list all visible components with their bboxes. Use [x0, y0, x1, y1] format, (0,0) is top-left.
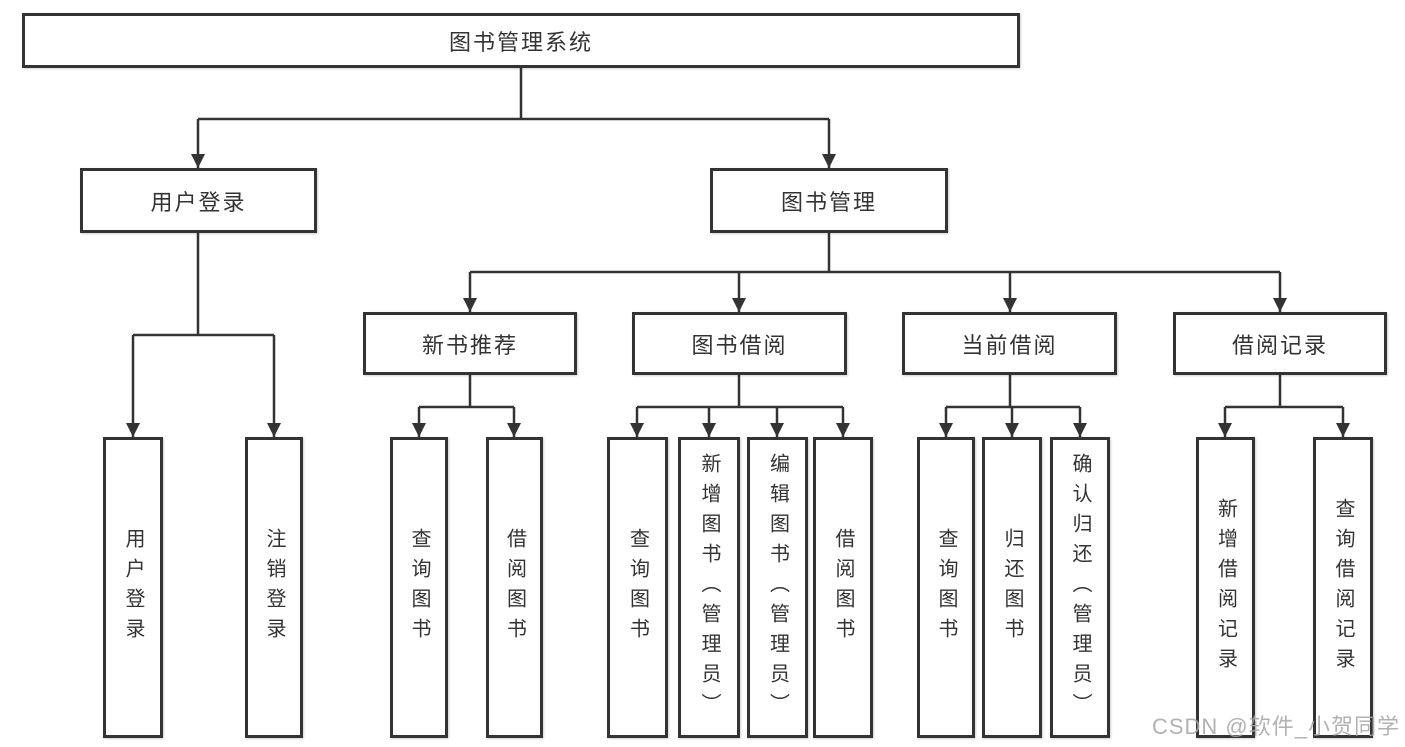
leaf-query-borrow-record: 查询借阅记录: [1313, 437, 1373, 738]
node-borrow-records: 借阅记录: [1173, 312, 1387, 375]
connector-user-login: [133, 233, 274, 337]
leaf-query-books-recommend: 查询图书: [390, 437, 448, 738]
node-label: 当前借阅: [961, 332, 1058, 358]
leaf-return-book: 归还图书: [982, 437, 1042, 738]
node-label: 图书借阅: [691, 332, 788, 358]
node-book-management: 图书管理: [710, 168, 948, 233]
node-new-book-recommend: 新书推荐: [363, 312, 577, 375]
leaf-borrow-books: 借阅图书: [813, 437, 873, 738]
leaf-label: 用户登录: [122, 527, 144, 648]
node-label: 图书管理系统: [448, 29, 593, 55]
connector-book-borrow: [637, 375, 843, 409]
leaf-user-login: 用户登录: [103, 437, 163, 738]
leaf-borrow-books-recommend: 借阅图书: [486, 437, 543, 738]
leaf-label: 查询图书: [935, 527, 957, 648]
leaf-label: 查询图书: [626, 527, 649, 648]
leaf-add-borrow-record: 新增借阅记录: [1196, 437, 1255, 738]
node-root-system: 图书管理系统: [22, 13, 1020, 68]
csdn-watermark: CSDN @软件_小贺同学: [1151, 714, 1400, 739]
node-current-borrow: 当前借阅: [902, 312, 1117, 375]
node-book-borrow: 图书借阅: [632, 312, 847, 375]
leaf-label: 确认归还（管理员）: [1069, 452, 1091, 723]
leaf-label: 编辑图书（管理员）: [766, 452, 789, 723]
node-user-login: 用户登录: [80, 168, 317, 233]
leaf-confirm-return-admin: 确认归还（管理员）: [1050, 437, 1110, 738]
leaf-label: 查询借阅记录: [1332, 497, 1354, 678]
leaf-label: 新增借阅记录: [1214, 497, 1237, 678]
connector-current-borrow: [946, 375, 1080, 409]
node-label: 借阅记录: [1231, 332, 1328, 358]
node-label: 用户登录: [150, 189, 247, 215]
leaf-label: 注销登录: [263, 527, 285, 648]
leaf-label: 新增图书（管理员）: [698, 452, 720, 723]
node-label: 图书管理: [780, 189, 877, 215]
connector-new-book: [419, 375, 514, 409]
leaf-label: 借阅图书: [832, 527, 854, 648]
leaf-query-books-borrow: 查询图书: [607, 437, 668, 738]
connector-borrow-records: [1225, 375, 1343, 409]
leaf-label: 查询图书: [408, 527, 430, 648]
node-label: 新书推荐: [421, 332, 518, 358]
leaf-add-book-admin: 新增图书（管理员）: [678, 437, 740, 738]
connector-root: [198, 68, 829, 121]
leaf-label: 归还图书: [1001, 527, 1023, 648]
leaf-logout: 注销登录: [245, 437, 303, 738]
connector-book-mgmt: [470, 233, 1280, 274]
leaf-label: 借阅图书: [503, 527, 526, 648]
leaf-edit-book-admin: 编辑图书（管理员）: [747, 437, 808, 738]
leaf-query-books-current: 查询图书: [917, 437, 975, 738]
